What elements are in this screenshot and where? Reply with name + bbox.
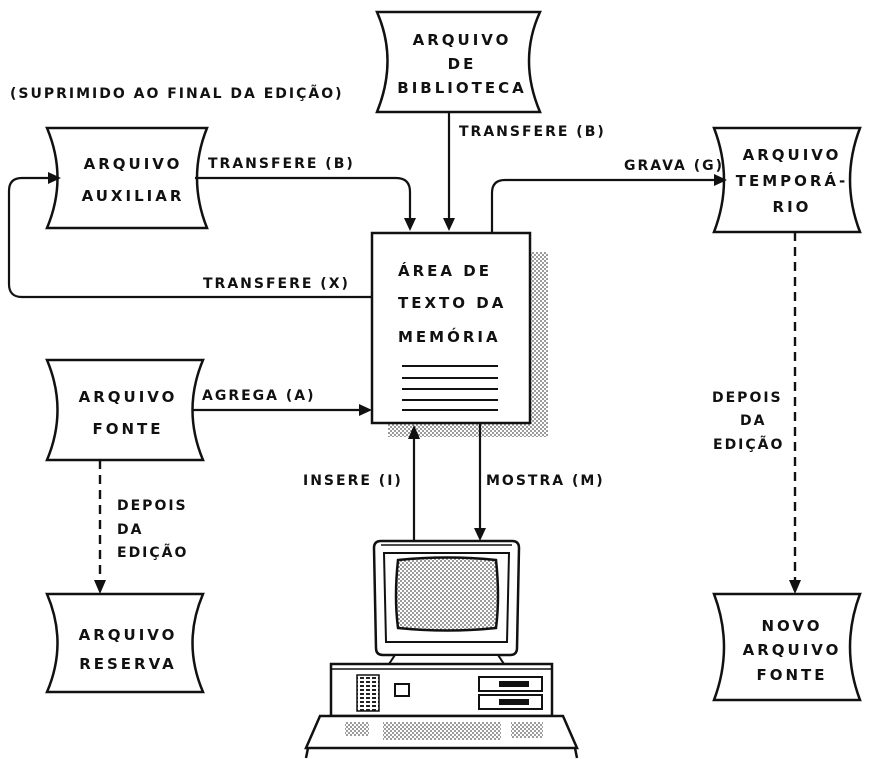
- power-switch: [394, 683, 410, 697]
- edge-auxiliar-memory: TRANSFERE (B): [195, 156, 416, 231]
- file-temporario-line2: TEMPORÁ-: [736, 171, 849, 190]
- file-novo-fonte-line2: ARQUIVO: [743, 641, 842, 659]
- edge-label-depois-left-2: DA: [117, 522, 143, 538]
- edge-fonte-memory: AGREGA (A): [192, 388, 372, 416]
- file-fonte-line2: FONTE: [92, 420, 163, 438]
- edge-label-transfere-x: TRANSFERE (X): [203, 276, 350, 292]
- file-auxiliar: ARQUIVO AUXILIAR: [45, 126, 209, 230]
- file-fonte-line1: ARQUIVO: [79, 388, 178, 406]
- file-novo-fonte: NOVO ARQUIVO FONTE: [712, 592, 862, 702]
- file-novo-fonte-line1: NOVO: [762, 617, 823, 635]
- file-auxiliar-line2: AUXILIAR: [82, 187, 185, 205]
- edge-biblioteca-memory: TRANSFERE (B): [443, 112, 606, 231]
- memory-line1: ÁREA DE: [398, 261, 492, 280]
- edge-label-transfere-b-aux: TRANSFERE (B): [208, 156, 355, 172]
- memory-line2: TEXTO DA: [398, 294, 506, 312]
- file-novo-fonte-line3: FONTE: [756, 666, 827, 684]
- monitor-screen: [394, 556, 500, 632]
- edge-label-insere: INSERE (I): [303, 473, 403, 489]
- file-temporario-line3: RIO: [773, 198, 812, 216]
- edge-temporario-novo: DEPOIS DA EDIÇÃO: [712, 232, 801, 594]
- monitor-stand: [387, 654, 506, 665]
- keyboard-keys-left: [345, 722, 369, 736]
- keyboard-keys-right: [511, 722, 543, 738]
- memory-area: ÁREA DE TEXTO DA MEMÓRIA: [370, 231, 548, 437]
- edge-label-depois-left-3: EDIÇÃO: [117, 544, 188, 561]
- computer-illustration: [304, 539, 579, 759]
- edge-label-grava: GRAVA (G): [624, 158, 724, 174]
- edge-label-mostra: MOSTRA (M): [486, 473, 605, 489]
- vent-grille: [356, 674, 380, 712]
- edge-label-transfere-b-top: TRANSFERE (B): [459, 124, 606, 140]
- file-fonte: ARQUIVO FONTE: [45, 358, 205, 462]
- memory-box: [370, 231, 532, 425]
- floppy-slot-1: [499, 681, 529, 687]
- file-biblioteca-line3: BIBLIOTECA: [397, 79, 526, 97]
- file-biblioteca: ARQUIVO DE BIBLIOTECA: [375, 10, 542, 114]
- edge-label-depois-right-2: DA: [740, 413, 766, 429]
- floppy-slot-2: [499, 699, 529, 705]
- edge-label-depois-left-1: DEPOIS: [117, 498, 188, 514]
- edge-label-depois-right-3: EDIÇÃO: [713, 436, 784, 453]
- file-reserva: ARQUIVO RESERVA: [45, 592, 205, 694]
- file-auxiliar-line1: ARQUIVO: [84, 155, 183, 173]
- memory-line3: MEMÓRIA: [398, 327, 501, 346]
- edge-memory-temporario: GRAVA (G): [490, 158, 727, 233]
- memory-text-lines: [402, 365, 498, 411]
- edge-fonte-reserva: DEPOIS DA EDIÇÃO: [94, 460, 188, 594]
- file-reserva-line2: RESERVA: [79, 655, 177, 673]
- edge-label-depois-right-1: DEPOIS: [712, 390, 783, 406]
- file-biblioteca-line2: DE: [448, 55, 477, 73]
- file-temporario: ARQUIVO TEMPORÁ- RIO: [712, 126, 862, 234]
- edge-memory-auxiliar: TRANSFERE (X): [7, 172, 372, 299]
- edge-mostra: MOSTRA (M): [474, 423, 605, 541]
- file-temporario-line1: ARQUIVO: [743, 146, 842, 164]
- file-biblioteca-line1: ARQUIVO: [413, 31, 512, 49]
- edge-label-agrega: AGREGA (A): [202, 388, 316, 404]
- file-reserva-line1: ARQUIVO: [79, 626, 178, 644]
- suppressed-note: (SUPRIMIDO AO FINAL DA EDIÇÃO): [10, 85, 344, 102]
- keyboard-keys-main: [383, 722, 501, 740]
- edge-insere: INSERE (I): [303, 425, 420, 543]
